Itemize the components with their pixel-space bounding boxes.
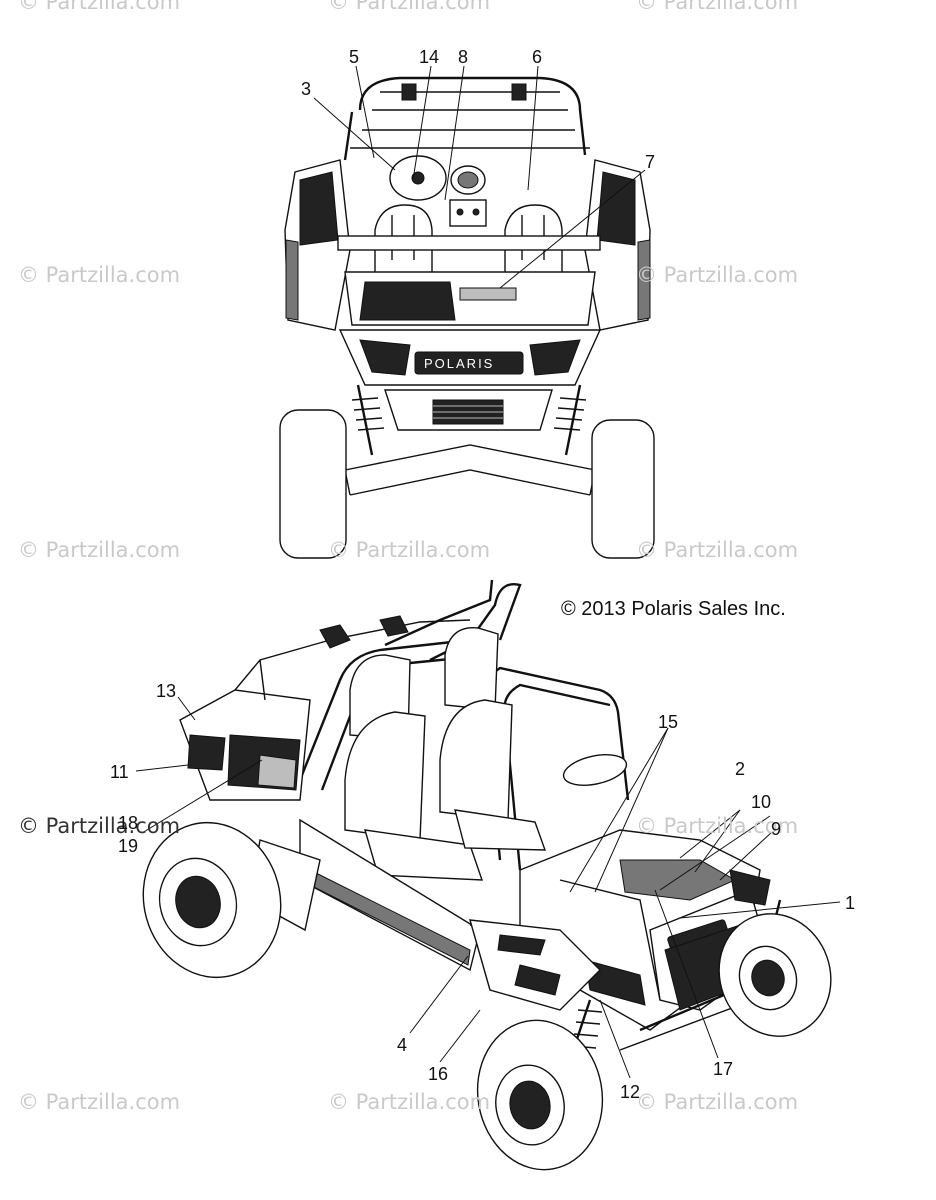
watermark: © Partzilla.com xyxy=(636,538,799,562)
callout-7: 7 xyxy=(645,152,656,172)
callout-13: 13 xyxy=(156,681,177,701)
callout-2: 2 xyxy=(735,759,746,779)
callout-5: 5 xyxy=(349,47,360,67)
watermark: © Partzilla.com xyxy=(636,1090,799,1114)
rear-badge-text: POLARIS xyxy=(424,356,495,371)
callout-10: 10 xyxy=(751,792,772,812)
callout-17: 17 xyxy=(713,1059,734,1079)
watermark: © Partzilla.com xyxy=(18,814,181,838)
callout-18: 18 xyxy=(118,813,139,833)
watermark: © Partzilla.com xyxy=(18,263,181,287)
watermark: © Partzilla.com xyxy=(328,1090,491,1114)
callout-19: 19 xyxy=(118,836,139,856)
watermark: © Partzilla.com xyxy=(636,263,799,287)
callout-14: 14 xyxy=(419,47,440,67)
rear-view-drawing xyxy=(279,76,655,559)
watermark: © Partzilla.com xyxy=(328,0,491,14)
watermark: © Partzilla.com xyxy=(18,1090,181,1114)
callout-11: 11 xyxy=(110,762,129,782)
callout-4: 4 xyxy=(397,1035,408,1055)
watermark: © Partzilla.com xyxy=(328,538,491,562)
callout-16: 16 xyxy=(428,1064,449,1084)
callout-6: 6 xyxy=(532,47,543,67)
callout-15: 15 xyxy=(658,712,679,732)
callout-12: 12 xyxy=(620,1082,641,1102)
isometric-view-drawing xyxy=(142,579,832,1171)
copyright-notice: © 2013 Polaris Sales Inc. xyxy=(561,598,786,620)
callout-3: 3 xyxy=(301,79,312,99)
watermark: © Partzilla.com xyxy=(636,814,799,838)
watermark: © Partzilla.com xyxy=(636,0,799,14)
callout-8: 8 xyxy=(458,47,469,67)
watermark: © Partzilla.com xyxy=(18,0,181,14)
callout-9: 9 xyxy=(771,819,782,839)
watermark: © Partzilla.com xyxy=(18,538,181,562)
callout-1: 1 xyxy=(845,893,856,913)
leader-lines xyxy=(135,65,841,1079)
